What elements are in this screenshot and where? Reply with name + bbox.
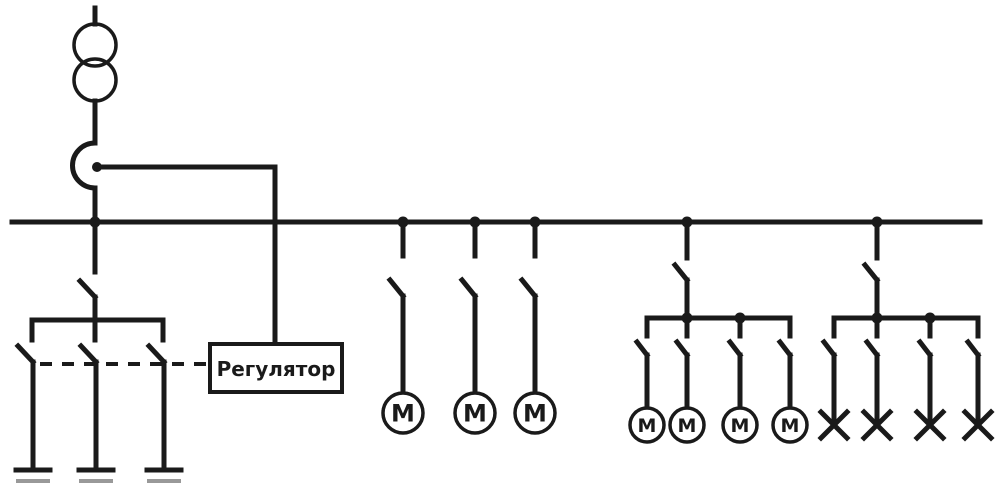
- sub-feeder: M: [721, 315, 759, 444]
- feeder-group: [817, 219, 995, 442]
- motor-circle: [721, 406, 759, 444]
- sub-feeder: [860, 315, 894, 442]
- motor-circle: [453, 391, 497, 435]
- sub-feeder: [961, 315, 995, 442]
- transformer: [72, 5, 118, 146]
- capacitor-bank: [13, 219, 208, 483]
- regulator-block: Регулятор: [208, 342, 344, 394]
- lamp-cross-icon: [961, 408, 995, 442]
- sub-feeder: M: [771, 315, 809, 444]
- motor-circle: [771, 406, 809, 444]
- lamp-cross-icon: [913, 408, 947, 442]
- regulator-label: Регулятор: [217, 357, 336, 381]
- sub-feeder: [913, 315, 947, 442]
- current-transformer: [70, 140, 278, 347]
- lamp-cross-icon: [860, 408, 894, 442]
- motor-label: M: [391, 400, 415, 428]
- motor-label: M: [781, 415, 800, 437]
- motor-feeder: M: [513, 219, 557, 435]
- motor-circle: [513, 391, 557, 435]
- motor-feeder: M: [453, 219, 497, 435]
- capacitor: [144, 342, 184, 483]
- motor-label: M: [523, 400, 547, 428]
- capacitor: [76, 342, 116, 483]
- lamp-cross-icon: [817, 408, 851, 442]
- motor-label: M: [678, 415, 697, 437]
- sub-feeder: M: [668, 315, 706, 444]
- motor-label: M: [638, 415, 657, 437]
- motor-label: M: [463, 400, 487, 428]
- sub-feeder: M: [628, 315, 666, 444]
- motor-circle: [668, 406, 706, 444]
- motor-circle: [381, 391, 425, 435]
- motor-feeder: M: [381, 219, 425, 435]
- motor-label: M: [731, 415, 750, 437]
- motor-circle: [628, 406, 666, 444]
- sub-feeder: [817, 315, 851, 442]
- capacitor: [13, 342, 53, 483]
